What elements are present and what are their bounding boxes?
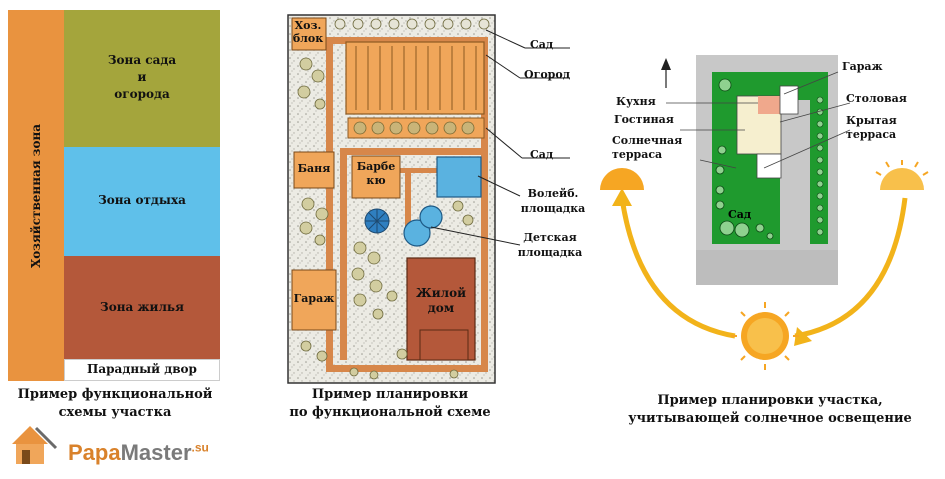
top-hedge bbox=[334, 18, 490, 30]
vegetable-beds bbox=[355, 46, 477, 110]
sun-plan-trees bbox=[715, 78, 774, 240]
logo-house-icon bbox=[12, 426, 58, 464]
callout-playground: Детская площадка bbox=[517, 231, 583, 259]
rest-zone bbox=[64, 147, 220, 256]
sun-plan-road bbox=[696, 250, 838, 285]
volleyball-court bbox=[436, 156, 482, 198]
arrow-head-right-icon bbox=[794, 327, 812, 346]
house-annex bbox=[419, 329, 469, 361]
callout-volleyball: Волейб. площадка bbox=[520, 187, 586, 215]
rest-zone-label: Зона отдыха bbox=[98, 193, 186, 207]
sun-plan-kitchen bbox=[758, 96, 780, 114]
callout-garden-top: Сад bbox=[530, 38, 554, 51]
shed bbox=[291, 17, 327, 51]
trees bbox=[297, 57, 474, 380]
bathhouse-label: Баня bbox=[297, 162, 331, 175]
garden-strip-shrubs bbox=[353, 121, 475, 135]
sun-icon bbox=[731, 302, 799, 370]
garage bbox=[291, 269, 337, 331]
garage-label: Гараж bbox=[293, 292, 335, 305]
vegetable-garden bbox=[345, 41, 485, 115]
paths bbox=[326, 37, 488, 372]
callout-garden-mid: Сад bbox=[530, 148, 554, 161]
living-zone bbox=[64, 256, 220, 359]
sun-plan-caption: Пример планировки участка, учитывающей с… bbox=[628, 393, 912, 426]
logo: PapaMaster.su bbox=[68, 440, 209, 466]
plan-caption: Пример планировки по функциональной схем… bbox=[289, 387, 491, 420]
sun-plan-garage bbox=[779, 85, 799, 115]
bbq bbox=[351, 155, 401, 199]
sun-path-arrows bbox=[619, 197, 908, 339]
living-zone-label: Зона жилья bbox=[100, 300, 184, 314]
sun-label-kitchen: Кухня bbox=[616, 95, 656, 108]
logo-papa: Papa bbox=[68, 440, 121, 465]
callout-vegetable: Огород bbox=[524, 68, 571, 81]
bathhouse bbox=[293, 151, 335, 189]
arrow-head-left-icon bbox=[612, 188, 632, 206]
sun-plan-callouts bbox=[666, 71, 851, 169]
shed-label: Хоз. блок bbox=[292, 19, 324, 45]
sun-label-living-room: Гостиная bbox=[614, 113, 674, 126]
callout-lines bbox=[430, 29, 570, 246]
logo-domain: .su bbox=[191, 440, 209, 455]
logo-master: Master bbox=[120, 440, 192, 465]
front-yard bbox=[64, 359, 220, 381]
sun-plan-hedge bbox=[816, 96, 824, 236]
sunrise-icon bbox=[600, 168, 644, 190]
sun-label-sunny-terrace: Солнечная терраса bbox=[612, 134, 683, 161]
bbq-label: Барбе кю bbox=[356, 160, 396, 187]
front-yard-label: Парадный двор bbox=[87, 362, 197, 376]
house-label: Жилой дом bbox=[415, 286, 466, 315]
playground-pool bbox=[403, 205, 443, 247]
garden-zone-label: Зона сада и огорода bbox=[107, 53, 177, 101]
sun-label-garage: Гараж bbox=[842, 60, 883, 73]
sunset-icon bbox=[875, 160, 929, 190]
sun-label-dining: Столовая bbox=[846, 92, 907, 105]
sun-label-garden: Сад bbox=[728, 208, 752, 221]
garden-zone bbox=[64, 10, 220, 147]
north-arrow-icon bbox=[661, 58, 671, 88]
functional-scheme-caption: Пример функциональной схемы участка bbox=[17, 387, 213, 420]
utility-zone bbox=[8, 10, 64, 381]
sun-label-covered-terrace: Крытая терраса bbox=[846, 114, 897, 141]
gazebo bbox=[364, 208, 390, 234]
